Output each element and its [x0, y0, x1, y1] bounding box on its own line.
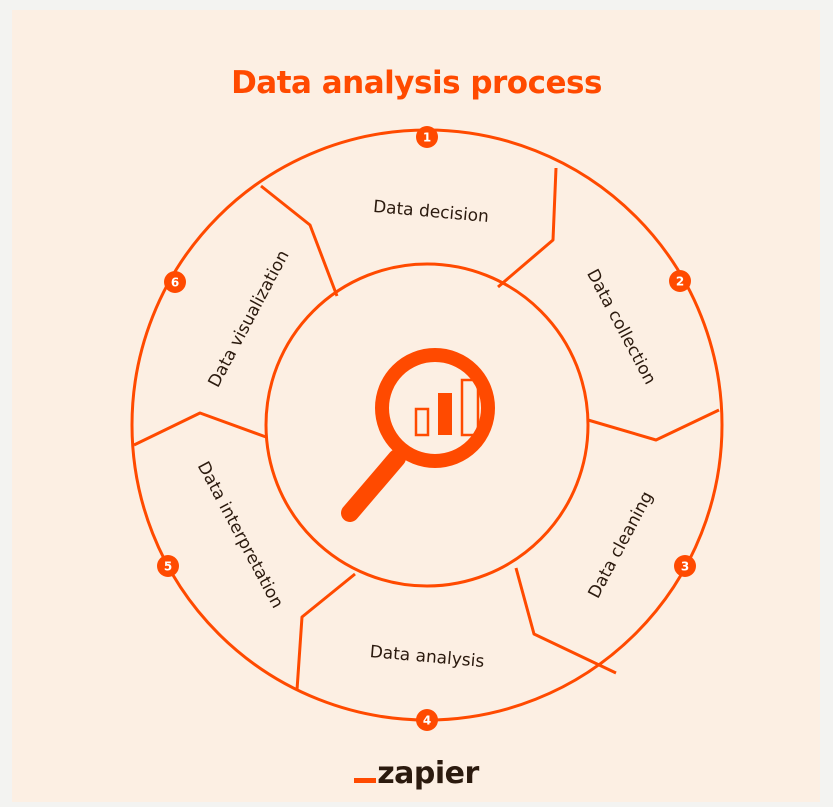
poster-background: [12, 10, 820, 802]
step-badge-3: 3: [674, 555, 696, 577]
page-title: Data analysis process: [231, 65, 602, 101]
magnifier-bar-chart-icon: [341, 348, 495, 522]
step-label-5: Data interpretation: [193, 458, 287, 611]
svg-text:1: 1: [423, 131, 431, 145]
step-label-4: Data analysis: [369, 642, 485, 672]
svg-text:4: 4: [423, 714, 431, 728]
step-label-6: Data visualization: [204, 247, 293, 391]
step-badge-2: 2: [669, 270, 691, 292]
divider-5-6: [133, 411, 267, 447]
svg-text:3: 3: [681, 560, 689, 574]
step-badge-6: 6: [164, 271, 186, 293]
step-label-2: Data collection: [582, 266, 660, 388]
step-badge-4: 4: [416, 709, 438, 731]
divider-4-5: [295, 572, 356, 691]
svg-text:6: 6: [171, 276, 179, 290]
divider-3-4: [514, 567, 617, 675]
divider-6-1: [260, 184, 339, 297]
divider-2-3: [587, 408, 720, 442]
svg-text:2: 2: [676, 275, 684, 289]
step-label-1: Data decision: [372, 197, 489, 227]
step-label-3: Data cleaning: [584, 488, 657, 602]
divider-1-2: [497, 167, 558, 289]
step-badge-5: 5: [157, 555, 179, 577]
step-badge-1: 1: [416, 126, 438, 148]
zapier-logo: zapier: [0, 756, 833, 791]
inner-circle: [264, 262, 590, 588]
svg-text:5: 5: [164, 560, 172, 574]
